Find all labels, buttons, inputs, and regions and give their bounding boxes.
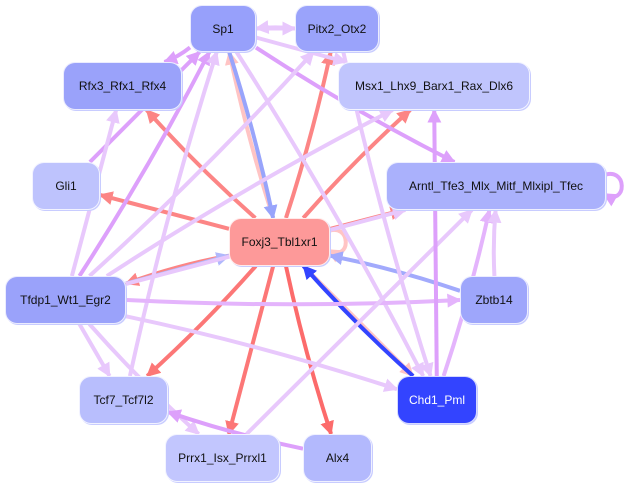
edge-foxj3-to-gli1 (98, 191, 230, 231)
edge-pitx2-to-sp1 (254, 20, 296, 34)
edge-tfdp1-to-msx1 (105, 108, 394, 278)
edge-tfdp1-to-chd1 (125, 314, 399, 392)
edge-chd1-to-msx1 (427, 108, 442, 377)
node-label: Msx1_Lhx9_Barx1_Rax_Dlx6 (354, 79, 514, 93)
edge-tcf7-to-sp1 (127, 50, 220, 377)
edge-foxj3-to-tcf7 (145, 264, 258, 378)
node-label: Pitx2_Otx2 (307, 21, 367, 36)
node-label: Tcf7_Tcf7l2 (93, 393, 154, 407)
node-chd1-pml[interactable]: Chd1_Pml (397, 376, 477, 424)
node-pitx2-otx2[interactable]: Pitx2_Otx2 (295, 5, 379, 52)
node-label: Gli1 (55, 179, 77, 193)
node-zbtb14[interactable]: Zbtb14 (460, 276, 528, 324)
node-label: Foxj3_Tbl1xr1 (241, 235, 318, 249)
edge-foxj3-to-prrx1 (225, 265, 276, 436)
edge-alx4-to-tcf7 (166, 409, 304, 451)
edge-zbtb14-to-foxj3 (328, 251, 461, 293)
node-arntl-tfe3-mlx-mitf-mlxipl-tfec[interactable]: Arntl_Tfe3_Mlx_Mitf_Mlxipl_Tfec (386, 162, 606, 210)
node-label: Rfx3_Rfx1_Rfx4 (78, 79, 167, 93)
node-label: Prrx1_Isx_Prrxl1 (178, 451, 267, 465)
edge-sp1-to-chd1 (234, 50, 425, 378)
node-label: Zbtb14 (475, 293, 513, 307)
node-sp1[interactable]: Sp1 (190, 5, 256, 52)
edge-foxj3-to-pitx2 (284, 50, 335, 219)
node-tfdp1-wt1-egr2[interactable]: Tfdp1_Wt1_Egr2 (5, 276, 126, 324)
edge-zbtb14-to-arntl (487, 208, 502, 277)
node-prrx1-isx-prrxl1[interactable]: Prrx1_Isx_Prrxl1 (165, 434, 280, 482)
node-tcf7-tcf7l2[interactable]: Tcf7_Tcf7l2 (79, 376, 168, 424)
node-label: Tfdp1_Wt1_Egr2 (20, 293, 111, 307)
edge-prrx1-to-arntl (245, 208, 474, 436)
edge-arntl-to-arntl (601, 172, 624, 207)
edge-foxj3-to-rfx3 (145, 108, 257, 220)
node-msx1-lhx9-barx1-rax-dlx6[interactable]: Msx1_Lhx9_Barx1_Rax_Dlx6 (338, 62, 530, 110)
edge-tfdp1-to-pitx2 (88, 50, 315, 278)
edge-tfdp1-to-tcf7 (77, 322, 112, 378)
edge-sp1-to-foxj3 (227, 51, 278, 220)
node-alx4[interactable]: Alx4 (303, 434, 372, 482)
node-gli1[interactable]: Gli1 (32, 162, 100, 210)
edge-foxj3-to-msx1 (301, 108, 412, 220)
node-label: Alx4 (325, 451, 350, 465)
node-label: Arntl_Tfe3_Mlx_Mitf_Mlxipl_Tfec (408, 179, 584, 193)
node-label: Sp1 (212, 21, 234, 36)
edge-tfdp1-to-zbtb14 (125, 293, 462, 308)
node-label: Chd1_Pml (408, 393, 466, 407)
edge-sp1-to-rfx3 (163, 45, 192, 65)
edge-foxj3-to-alx4 (283, 265, 334, 436)
node-rfx3-rfx1-rfx4[interactable]: Rfx3_Rfx1_Rfx4 (63, 62, 182, 110)
edge-tfdp1-to-sp1 (77, 50, 212, 278)
node-foxj3-tbl1xr1[interactable]: Foxj3_Tbl1xr1 (229, 218, 330, 266)
